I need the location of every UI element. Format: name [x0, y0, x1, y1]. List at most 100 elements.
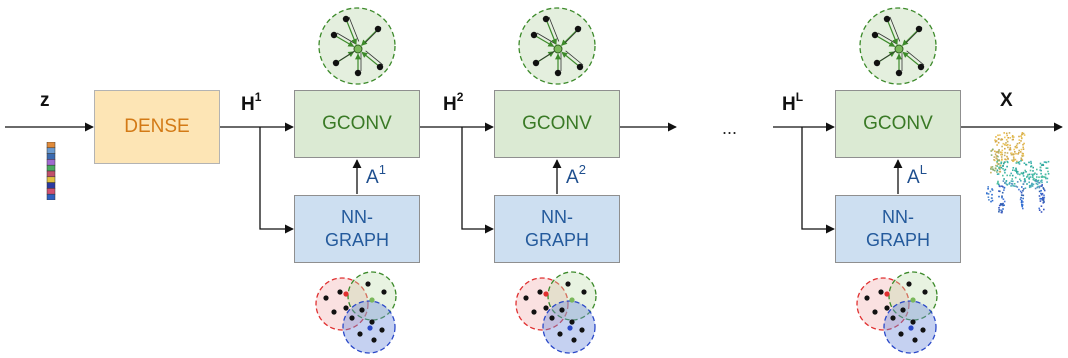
cloud-point [1004, 136, 1006, 139]
edge-arrow [361, 28, 379, 46]
point [343, 305, 349, 311]
cloud-point [999, 164, 1002, 167]
cloud-point [1039, 169, 1041, 171]
point [910, 319, 916, 325]
cloud-point [996, 169, 999, 172]
gconv-label: GCONV [322, 113, 392, 134]
cloud-point [998, 204, 1001, 207]
cloud-point [1028, 186, 1031, 189]
cloud-point [994, 141, 997, 143]
cloud-point [1016, 181, 1019, 183]
edge-line [338, 49, 357, 62]
cloud-point [998, 152, 1000, 154]
cloud-point [1000, 139, 1002, 141]
neighbor-node [917, 63, 925, 71]
cloud-point [1038, 195, 1041, 197]
cloud-point [1002, 208, 1004, 210]
cloud-point [998, 210, 1000, 213]
cloud-point [993, 159, 995, 161]
cloud-point [1038, 207, 1040, 210]
cloud-point [1032, 179, 1035, 181]
edge-arrow [345, 18, 357, 45]
cloud-point [1002, 202, 1004, 205]
green-neighborhood [888, 271, 938, 321]
neighbor-node [873, 59, 881, 67]
cloud-point [1020, 160, 1022, 162]
cloud-point [1021, 186, 1023, 188]
cloud-point [1029, 176, 1031, 178]
point [910, 297, 916, 303]
cloud-point [1001, 153, 1003, 156]
cloud-point [1046, 177, 1049, 180]
cloud-point [1025, 163, 1027, 166]
cloud-point [1020, 137, 1023, 139]
cloud-point [1001, 191, 1004, 194]
point [878, 289, 884, 295]
neighborhood-overlap-icon [315, 271, 397, 354]
point [379, 327, 385, 333]
cloud-point [1043, 189, 1046, 192]
cloud-point [1004, 151, 1006, 154]
cloud-point [1022, 190, 1024, 192]
cloud-point [998, 183, 1000, 186]
cloud-point [1036, 186, 1038, 189]
cloud-point [1040, 169, 1042, 172]
cloud-point [1028, 184, 1031, 187]
cloud-point [1008, 149, 1011, 151]
ellipsis: ... [722, 118, 738, 138]
cloud-point [1010, 153, 1013, 156]
cloud-point [1009, 137, 1011, 139]
edge-arrow [545, 18, 557, 45]
cloud-point [1010, 182, 1013, 185]
cloud-point [1002, 204, 1004, 207]
hidden-label-h2: H2 [443, 90, 464, 115]
cloud-point [1006, 184, 1009, 186]
cloud-point [990, 166, 992, 168]
cloud-point [1041, 181, 1043, 184]
latent-vector-cell [46, 164, 56, 172]
point [884, 305, 890, 311]
cloud-point [1016, 142, 1019, 145]
cloud-point [1042, 196, 1044, 199]
cloud-point [1008, 132, 1011, 134]
cloud-point [996, 182, 999, 185]
cloud-point [986, 192, 988, 194]
cloud-point [990, 200, 992, 203]
cloud-point [1005, 139, 1008, 141]
cloud-point [1036, 173, 1038, 176]
point [569, 319, 575, 325]
cloud-point [1014, 146, 1017, 148]
cloud-point [1007, 146, 1009, 149]
cloud-point [1000, 162, 1002, 164]
cloud-point [1027, 173, 1029, 176]
cloud-point [1040, 164, 1043, 166]
gconv-label: GCONV [863, 113, 933, 134]
cloud-point [998, 171, 1001, 173]
cloud-point [1022, 154, 1025, 157]
cloud-point [1012, 180, 1014, 183]
cloud-point [1014, 176, 1017, 179]
cloud-point [1022, 194, 1025, 197]
cloud-point [1032, 183, 1035, 186]
cloud-point [1043, 196, 1046, 199]
cloud-point [1018, 151, 1020, 154]
cloud-point [1035, 180, 1037, 183]
cloud-point [1009, 148, 1012, 151]
point [557, 331, 563, 337]
nngraph-label-line2: GRAPH [865, 230, 930, 250]
cloud-point [1030, 184, 1032, 187]
cloud-point [1040, 176, 1043, 178]
cloud-point [1042, 199, 1045, 201]
cloud-point [998, 190, 1000, 192]
cloud-point [990, 154, 993, 156]
cloud-point [1011, 178, 1013, 180]
cloud-point [995, 164, 997, 167]
nngraph-label-line1: NN- [881, 207, 914, 227]
cloud-point [1018, 149, 1020, 152]
edge-line [879, 49, 898, 62]
cloud-point [1046, 167, 1049, 169]
edge-line [538, 49, 557, 62]
adjacency-label-aL: AL [907, 162, 927, 188]
